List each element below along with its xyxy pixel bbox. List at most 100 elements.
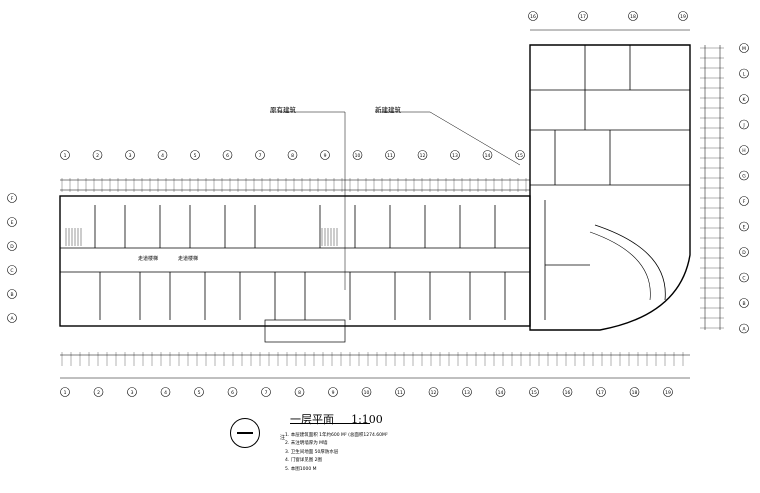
grid-right-bubble bbox=[739, 323, 749, 334]
grid-bottom-bubble bbox=[529, 387, 539, 397]
grid-top-label: 10 bbox=[355, 153, 361, 159]
grid-top-right-bubble bbox=[578, 11, 588, 21]
grid-top-bubble bbox=[515, 150, 525, 160]
grid-bottom-label: 6 bbox=[231, 390, 234, 396]
grid-bottom-bubble bbox=[562, 387, 573, 397]
grid-bottom-label: 3 bbox=[131, 390, 134, 396]
curved-wall bbox=[589, 231, 651, 301]
grid-left-label: E bbox=[11, 220, 14, 226]
grid-bottom-bubble bbox=[328, 387, 338, 397]
grid-left-label: F bbox=[11, 196, 14, 202]
grid-bottom-bubble bbox=[361, 387, 372, 397]
grid-top-label: 3 bbox=[129, 153, 132, 159]
grid-bottom-label: 7 bbox=[265, 390, 268, 396]
grid-top-label: 2 bbox=[96, 153, 99, 159]
grid-right-bubble bbox=[739, 119, 749, 130]
grid-top-label: 7 bbox=[259, 153, 262, 159]
corridor-label-2: 走道楼梯 bbox=[178, 256, 199, 262]
grid-right-label: A bbox=[742, 327, 746, 333]
grid-bottom-label: 18 bbox=[632, 390, 638, 396]
grid-right-bubble bbox=[739, 221, 749, 232]
grid-bottom-label: 17 bbox=[598, 390, 604, 396]
grid-top-bubble bbox=[482, 150, 493, 160]
grid-right-label: M bbox=[742, 46, 746, 52]
grid-bottom-label: 15 bbox=[531, 390, 537, 396]
grid-top-bubble bbox=[60, 150, 70, 160]
grid-top-label: 14 bbox=[485, 153, 491, 159]
grid-bottom-bubble bbox=[428, 387, 439, 397]
grid-left-label: C bbox=[10, 268, 13, 274]
grid-top-right-label: 18 bbox=[630, 14, 636, 20]
grid-left-bubble bbox=[7, 265, 17, 275]
drawing-scale: 1:100 bbox=[351, 413, 383, 426]
grid-bottom-bubble bbox=[60, 387, 70, 397]
grid-top-bubble bbox=[125, 150, 135, 160]
grid-bottom-bubble bbox=[261, 387, 271, 397]
grid-top-bubble bbox=[352, 150, 363, 160]
corridor-label-1: 走道楼梯 bbox=[138, 256, 159, 262]
grid-bottom-bubble bbox=[462, 387, 472, 397]
grid-top-bubble bbox=[385, 150, 395, 160]
drawing-notes: 1. 本层建筑面积 1年约600 M² (总面积1274.60M² 2. 未注明… bbox=[285, 432, 388, 474]
grid-right-bubble bbox=[739, 170, 749, 181]
grid-right-label: B bbox=[742, 301, 745, 307]
drawing-title-block: 一层平面 1:100 bbox=[290, 408, 383, 427]
grid-right-label: K bbox=[743, 97, 747, 103]
grid-top-label: 1 bbox=[64, 153, 67, 159]
grid-top-right-label: 17 bbox=[580, 14, 586, 20]
grid-top-label: 11 bbox=[387, 153, 393, 159]
grid-bottom-bubble bbox=[663, 387, 673, 397]
grid-bottom-label: 14 bbox=[498, 390, 504, 396]
grid-right-bubble bbox=[739, 68, 749, 79]
grid-right-bubble bbox=[739, 196, 749, 206]
grid-right-label: F bbox=[743, 199, 746, 205]
grid-bottom-label: 2 bbox=[97, 390, 100, 396]
grid-top-right-bubble bbox=[678, 11, 688, 21]
grid-bottom-label: 5 bbox=[198, 390, 201, 396]
grid-top-right-bubble bbox=[628, 11, 638, 21]
grid-left-label: D bbox=[10, 244, 14, 250]
east-wing-outline bbox=[529, 44, 691, 331]
grid-bottom-bubble bbox=[194, 387, 204, 397]
note-line: 1. 本层建筑面积 1年约600 M² (总面积1274.60M² bbox=[285, 433, 388, 438]
grid-right-label: G bbox=[742, 174, 746, 180]
grid-bottom-bubble bbox=[395, 387, 405, 397]
grid-left-bubble bbox=[7, 217, 17, 227]
grid-bottom-label: 1 bbox=[64, 390, 67, 396]
grid-top-label: 15 bbox=[517, 153, 523, 159]
grid-bottom-label: 13 bbox=[464, 390, 470, 396]
grid-bottom-label: 11 bbox=[397, 390, 403, 396]
grid-top-bubble bbox=[417, 150, 428, 160]
callout-existing-building: 原有建筑 bbox=[270, 106, 296, 114]
grid-top-label: 6 bbox=[226, 153, 229, 159]
grid-top-bubble bbox=[287, 150, 298, 160]
grid-left-bubble bbox=[7, 289, 17, 299]
grid-bottom-label: 9 bbox=[332, 390, 335, 396]
grid-right-label: J bbox=[742, 123, 744, 129]
grid-right-label: D bbox=[742, 250, 746, 256]
grid-bottom-label: 8 bbox=[298, 390, 301, 396]
curved-wall bbox=[594, 224, 666, 301]
grid-right-bubble bbox=[739, 94, 749, 104]
grid-right-bubble bbox=[739, 145, 749, 155]
grid-top-label: 5 bbox=[194, 153, 197, 159]
grid-top-label: 4 bbox=[161, 153, 164, 159]
plan-structure bbox=[59, 29, 724, 379]
notes-heading: 注 bbox=[280, 435, 286, 441]
grid-top-label: 13 bbox=[452, 153, 458, 159]
drawing-title: 一层平面 bbox=[290, 413, 334, 426]
grid-top-label: 8 bbox=[291, 153, 294, 159]
grid-bottom-bubble bbox=[596, 387, 606, 397]
grid-top-bubble bbox=[157, 150, 168, 160]
grid-bottom-bubble bbox=[629, 387, 640, 397]
grid-top-bubble bbox=[190, 150, 200, 160]
note-line: 4. 门窗详见图 2图 bbox=[285, 458, 323, 464]
grid-top-right-label: 16 bbox=[530, 14, 536, 20]
grid-bottom-label: 10 bbox=[364, 390, 370, 396]
grid-right-label: C bbox=[742, 276, 745, 282]
grid-bottom-bubble bbox=[93, 387, 104, 397]
grid-right-bubble bbox=[739, 298, 749, 308]
